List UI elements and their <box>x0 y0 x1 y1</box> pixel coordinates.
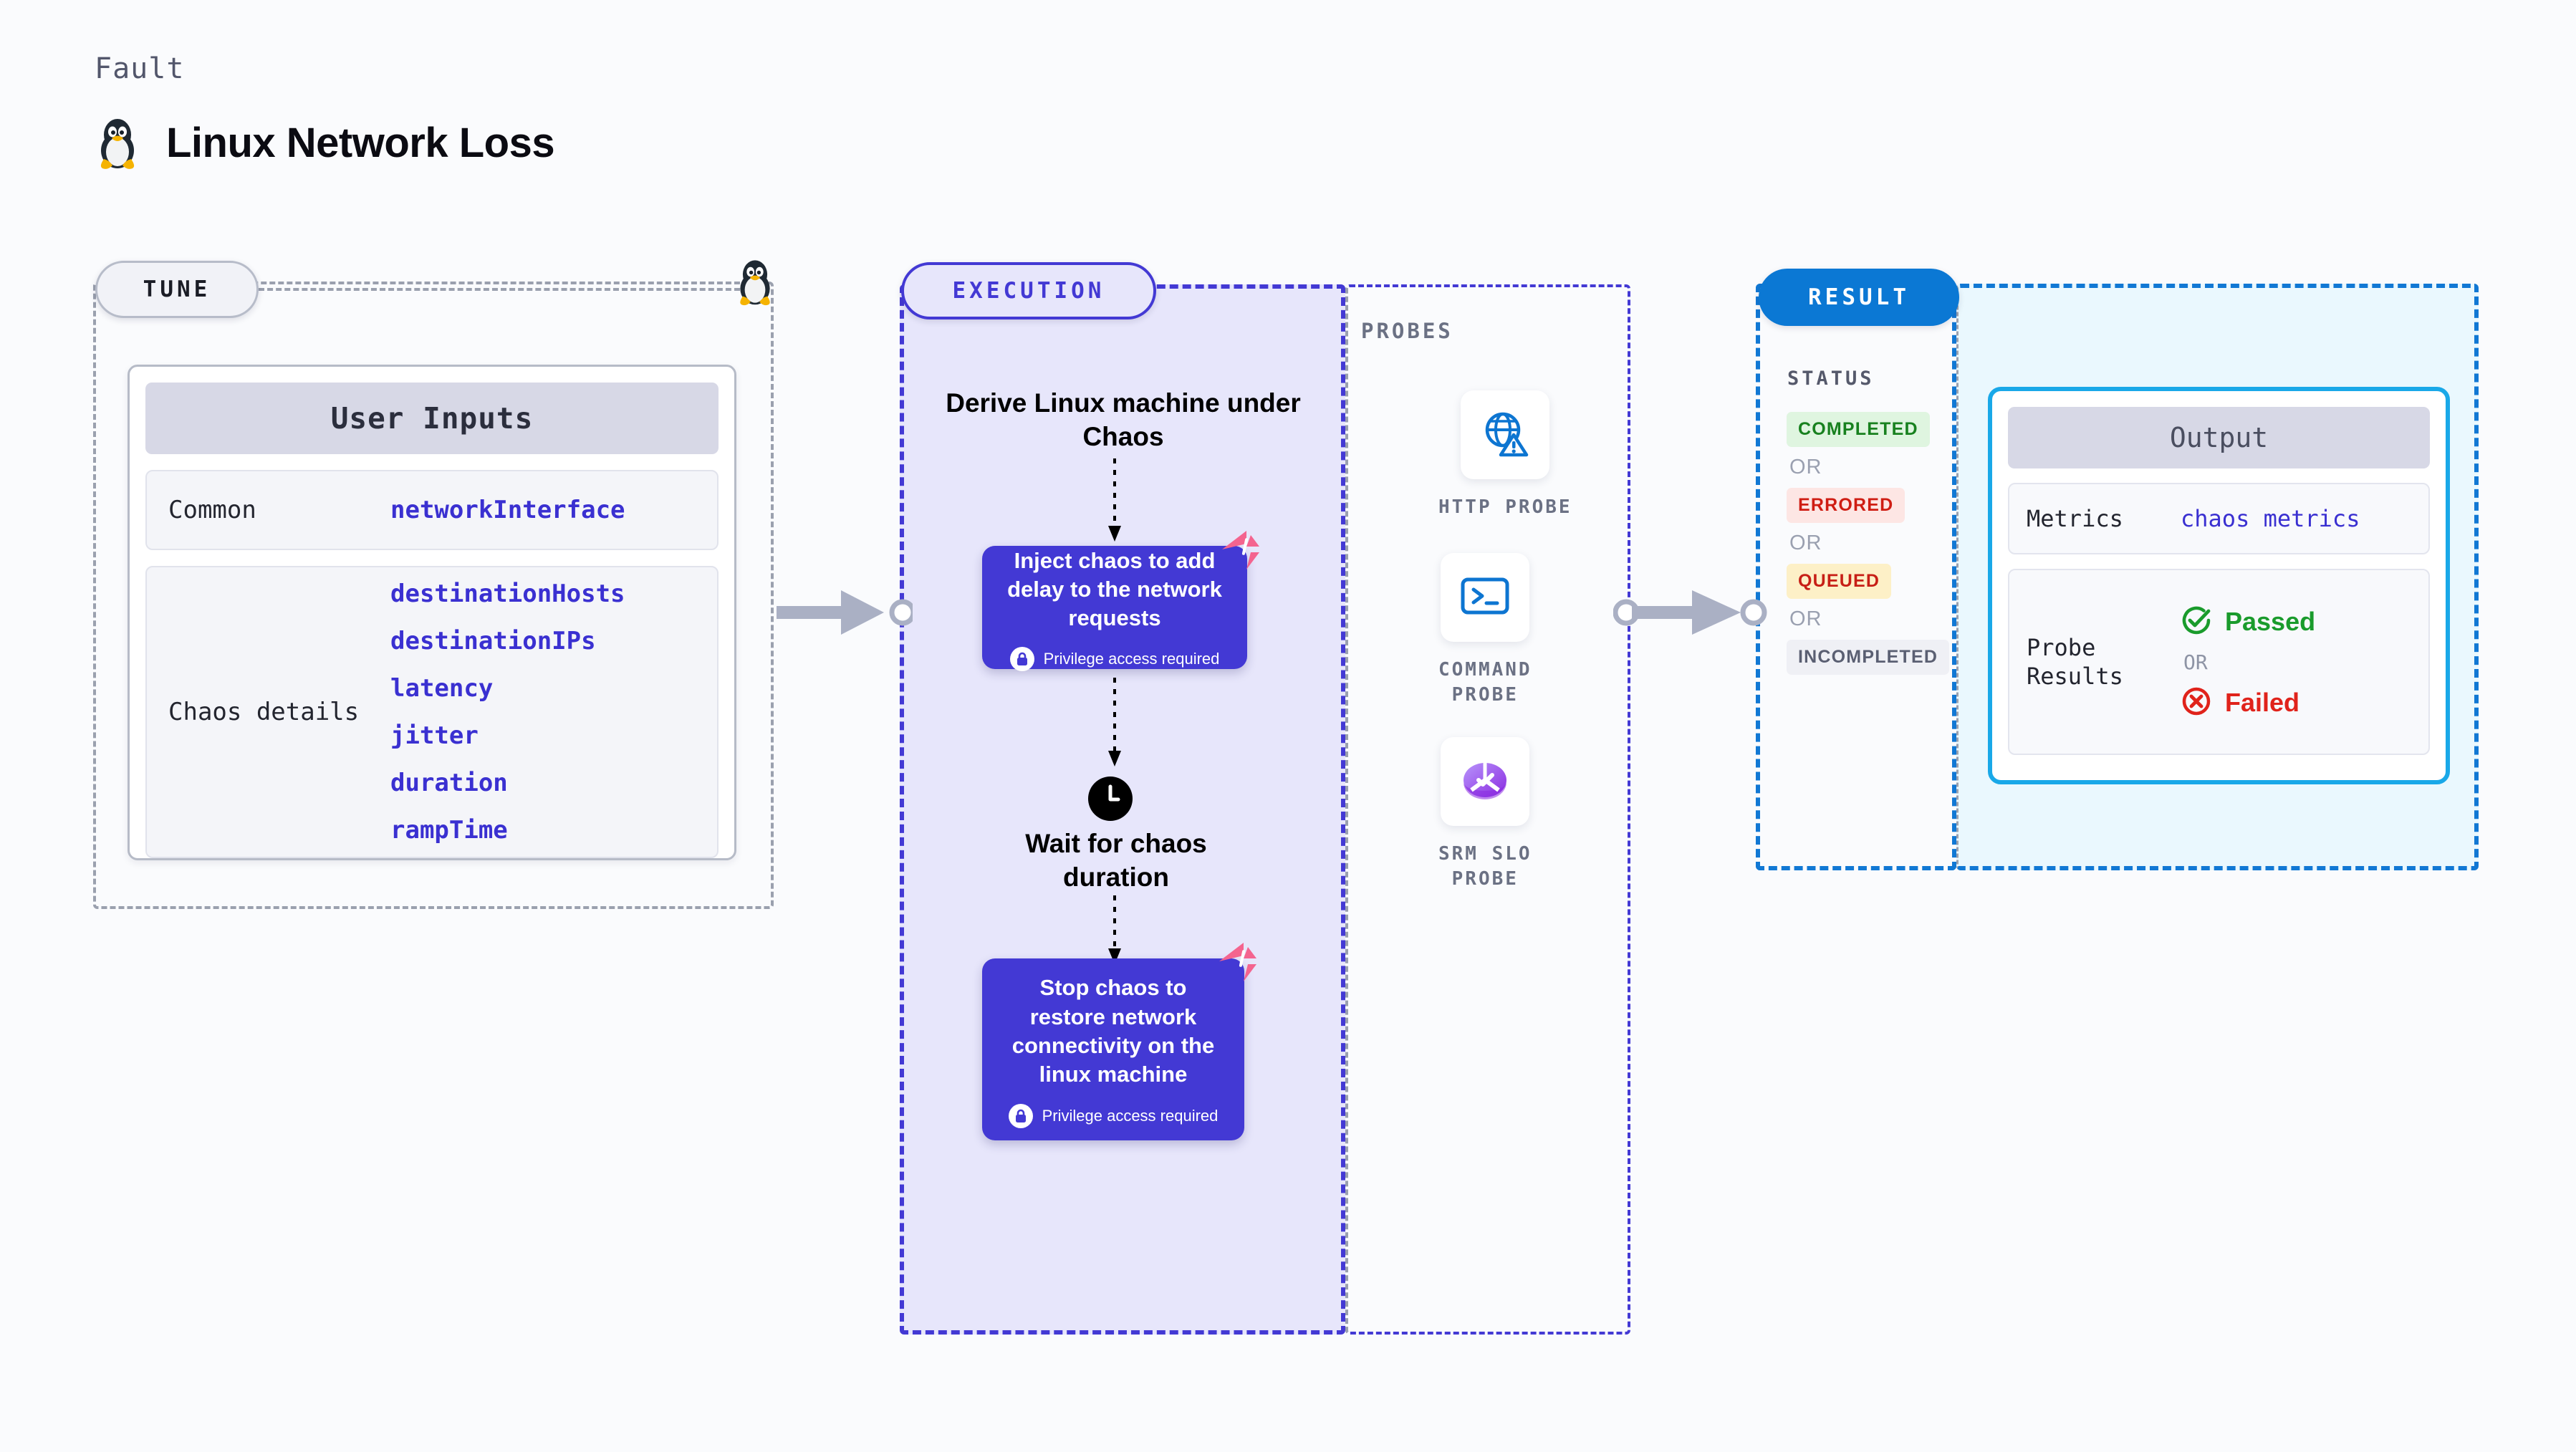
probe-item-http[interactable]: HTTP PROBE <box>1438 390 1572 520</box>
status-or-separator: OR <box>1789 607 1822 630</box>
result-status-list: COMPLETED OR ERRORED OR QUEUED OR INCOMP… <box>1787 412 1951 675</box>
probe-item-srm-slo[interactable]: SRM SLO PROBE <box>1438 737 1532 892</box>
status-badge-errored: ERRORED <box>1787 488 1905 523</box>
input-value[interactable]: destinationIPs <box>390 627 596 655</box>
globe-warning-icon <box>1479 408 1531 463</box>
lock-icon <box>1008 1103 1033 1128</box>
lock-icon <box>1009 647 1034 672</box>
output-title: Output <box>2008 407 2430 468</box>
user-inputs-section-chaos-details: Chaos details destinationHosts destinati… <box>145 566 719 858</box>
privilege-text: Privilege access required <box>1043 650 1220 668</box>
input-value[interactable]: jitter <box>390 721 479 750</box>
passed-label: Passed <box>2225 606 2316 636</box>
privilege-notice: Privilege access required <box>1009 647 1220 672</box>
slo-gauge-icon <box>1459 758 1511 806</box>
input-value[interactable]: latency <box>390 674 494 703</box>
status-badge-incompleted: INCOMPLETED <box>1787 640 1950 675</box>
output-card: Output Metrics chaos metrics Probe Resul… <box>1988 387 2450 784</box>
node-title: Inject chaos to add delay to the network… <box>1007 547 1222 631</box>
user-inputs-section-common: Common networkInterface <box>145 470 719 550</box>
output-section-probe-results: Probe Results Passed OR <box>2008 569 2430 755</box>
metrics-label: Metrics <box>2027 505 2123 532</box>
probe-label: COMMAND PROBE <box>1438 659 1532 706</box>
connector-tune-to-execution <box>777 590 913 635</box>
probe-tile <box>1441 737 1530 826</box>
status-badge-queued: QUEUED <box>1787 564 1892 599</box>
page-title-row: Linux Network Loss <box>95 115 555 170</box>
execution-derive-title: Derive Linux machine under Chaos <box>946 388 1301 451</box>
probe-tile <box>1461 390 1550 479</box>
probes-heading: PROBES <box>1361 319 1453 343</box>
stage-pill-result[interactable]: RESULT <box>1759 269 1959 326</box>
input-value[interactable]: destinationHosts <box>390 580 625 608</box>
probe-label: SRM SLO PROBE <box>1438 843 1532 890</box>
input-value[interactable]: networkInterface <box>390 496 625 524</box>
input-value[interactable]: duration <box>390 769 508 797</box>
execution-node-stop-chaos[interactable]: Stop chaos to restore network connectivi… <box>982 958 1244 1140</box>
input-value[interactable]: rampTime <box>390 816 508 845</box>
tux-penguin-corner-icon <box>734 256 776 310</box>
stage-pill-tune[interactable]: TUNE <box>95 261 259 318</box>
probe-result-or: OR <box>2183 650 2208 674</box>
tux-penguin-icon <box>95 115 140 170</box>
arrow-wait-to-stop <box>1108 895 1121 964</box>
probe-item-command[interactable]: COMMAND PROBE <box>1438 553 1532 708</box>
x-circle-icon <box>2181 686 2212 720</box>
check-circle-icon <box>2181 605 2212 639</box>
privilege-text: Privilege access required <box>1042 1106 1219 1125</box>
section-label: Common <box>168 496 256 524</box>
tune-stage-container <box>93 282 774 909</box>
arrow-inject-to-wait <box>1108 678 1121 766</box>
section-label: Chaos details <box>168 698 360 726</box>
probe-tile <box>1441 553 1530 642</box>
status-or-separator: OR <box>1789 532 1822 554</box>
status-badge-completed: COMPLETED <box>1787 412 1930 447</box>
harness-logo-icon <box>1219 943 1256 981</box>
result-status-heading: STATUS <box>1787 367 1875 390</box>
page-title: Linux Network Loss <box>166 119 555 166</box>
harness-logo-icon <box>1222 531 1259 569</box>
execution-node-inject-chaos[interactable]: Inject chaos to add delay to the network… <box>982 546 1247 672</box>
stage-pill-execution[interactable]: EXECUTION <box>901 262 1156 319</box>
execution-wait-title: Wait for chaos duration <box>1025 829 1207 892</box>
arrow-derive-to-inject <box>1108 458 1121 542</box>
output-section-metrics: Metrics chaos metrics <box>2008 483 2430 554</box>
metrics-value[interactable]: chaos metrics <box>2181 505 2360 532</box>
privilege-notice: Privilege access required <box>1008 1103 1219 1128</box>
user-inputs-card: User Inputs Common networkInterface Chao… <box>128 365 736 860</box>
failed-label: Failed <box>2225 687 2300 717</box>
page-eyebrow: Fault <box>95 52 185 85</box>
wait-clock-icon <box>1088 777 1133 824</box>
probe-result-passed: Passed <box>2181 605 2315 639</box>
connector-probes-to-result <box>1613 590 1767 635</box>
probe-results-label: Probe Results <box>2027 634 2123 690</box>
probe-label: HTTP PROBE <box>1438 496 1572 518</box>
node-title: Stop chaos to restore network connectivi… <box>1011 975 1215 1087</box>
status-or-separator: OR <box>1789 456 1822 479</box>
tune-connector-dashed-line <box>259 288 740 291</box>
terminal-icon <box>1460 575 1510 620</box>
probe-result-failed: Failed <box>2181 686 2315 720</box>
user-inputs-title: User Inputs <box>145 383 719 454</box>
